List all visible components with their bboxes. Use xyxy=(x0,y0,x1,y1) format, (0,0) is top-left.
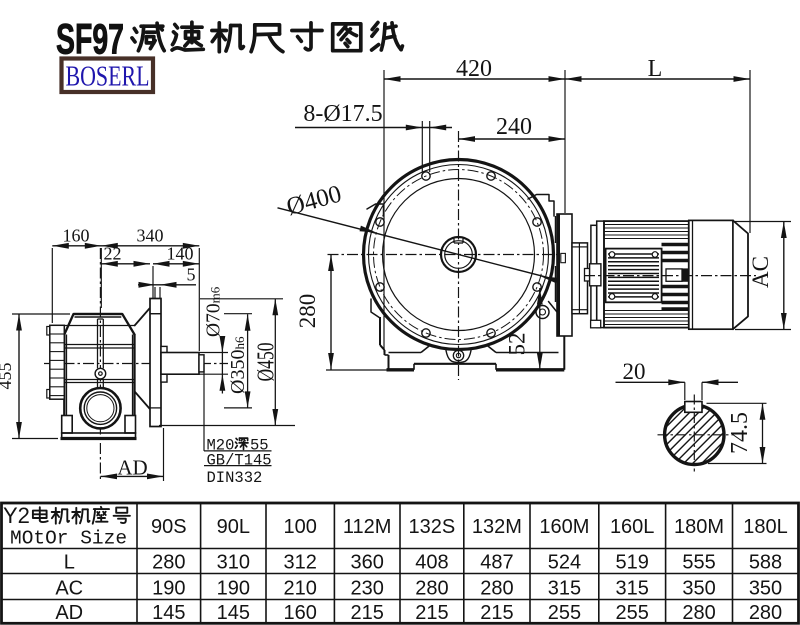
svg-text:240: 240 xyxy=(496,114,532,140)
svg-text:215: 215 xyxy=(415,602,448,624)
svg-text:AC: AC xyxy=(55,578,83,600)
svg-text:SF97: SF97 xyxy=(56,16,124,64)
svg-text:350: 350 xyxy=(682,578,715,600)
svg-text:5: 5 xyxy=(187,265,196,285)
svg-text:190: 190 xyxy=(217,578,250,600)
svg-text:L: L xyxy=(648,56,663,82)
svg-text:180L: 180L xyxy=(743,516,788,538)
svg-text:145: 145 xyxy=(217,602,250,624)
svg-text:190: 190 xyxy=(152,578,185,600)
svg-text:408: 408 xyxy=(415,552,448,574)
svg-text:132S: 132S xyxy=(409,516,456,538)
svg-text:52: 52 xyxy=(505,333,530,356)
svg-text:Ø350h6: Ø350h6 xyxy=(227,336,249,394)
svg-text:255: 255 xyxy=(548,602,581,624)
svg-text:GB/T145: GB/T145 xyxy=(207,452,272,470)
svg-text:22: 22 xyxy=(104,244,122,264)
svg-text:Ø450: Ø450 xyxy=(254,343,280,382)
svg-text:455: 455 xyxy=(0,363,15,390)
svg-text:AC: AC xyxy=(748,256,773,288)
svg-text:280: 280 xyxy=(295,294,320,329)
svg-text:280: 280 xyxy=(682,602,715,624)
svg-text:55: 55 xyxy=(250,437,269,455)
svg-text:215: 215 xyxy=(351,602,384,624)
svg-text:315: 315 xyxy=(616,578,649,600)
svg-text:312: 312 xyxy=(284,552,317,574)
svg-text:230: 230 xyxy=(351,578,384,600)
svg-text:Ø70m6: Ø70m6 xyxy=(204,286,225,337)
svg-text:310: 310 xyxy=(217,552,250,574)
svg-text:8-Ø17.5: 8-Ø17.5 xyxy=(303,101,382,127)
svg-text:M20: M20 xyxy=(207,437,235,455)
svg-text:160M: 160M xyxy=(539,516,589,538)
svg-text:MOtOr Size: MOtOr Size xyxy=(10,528,127,550)
svg-text:524: 524 xyxy=(548,552,581,574)
svg-text:140: 140 xyxy=(167,244,194,264)
svg-text:20: 20 xyxy=(623,359,646,384)
svg-text:280: 280 xyxy=(749,602,782,624)
svg-text:145: 145 xyxy=(152,602,185,624)
svg-text:100: 100 xyxy=(284,516,317,538)
svg-text:DIN332: DIN332 xyxy=(207,469,263,487)
svg-text:160L: 160L xyxy=(610,516,655,538)
svg-text:Y2: Y2 xyxy=(3,503,30,528)
svg-text:280: 280 xyxy=(152,552,185,574)
svg-text:AD: AD xyxy=(55,602,83,624)
svg-text:Ø400: Ø400 xyxy=(284,181,345,221)
svg-text:112M: 112M xyxy=(343,516,392,538)
svg-text:180M: 180M xyxy=(674,516,724,538)
svg-text:90S: 90S xyxy=(151,516,187,538)
svg-text:360: 360 xyxy=(351,552,384,574)
svg-text:160: 160 xyxy=(63,226,90,246)
svg-text:74.5: 74.5 xyxy=(727,412,753,454)
svg-text:280: 280 xyxy=(415,578,448,600)
svg-text:210: 210 xyxy=(284,578,317,600)
svg-text:215: 215 xyxy=(480,602,513,624)
svg-text:350: 350 xyxy=(749,578,782,600)
svg-text:160: 160 xyxy=(284,602,317,624)
svg-text:AD: AD xyxy=(117,456,147,480)
svg-text:340: 340 xyxy=(137,226,164,246)
svg-text:132M: 132M xyxy=(472,516,522,538)
svg-text:315: 315 xyxy=(548,578,581,600)
svg-text:487: 487 xyxy=(480,552,513,574)
svg-text:588: 588 xyxy=(749,552,782,574)
svg-text:555: 555 xyxy=(682,552,715,574)
svg-text:280: 280 xyxy=(480,578,513,600)
svg-text:90L: 90L xyxy=(217,516,250,538)
svg-text:420: 420 xyxy=(456,56,492,82)
svg-text:BOSERL: BOSERL xyxy=(66,61,150,93)
svg-text:L: L xyxy=(64,552,75,574)
svg-text:519: 519 xyxy=(616,552,649,574)
svg-text:255: 255 xyxy=(616,602,649,624)
